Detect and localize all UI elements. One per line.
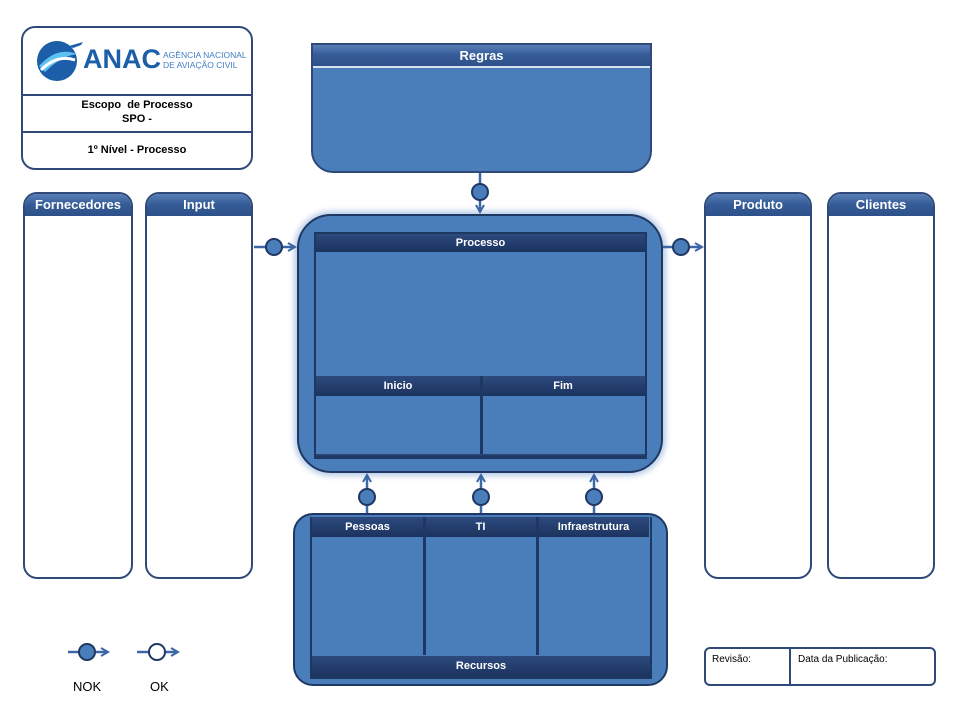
pessoas-ti-separator: [423, 517, 426, 655]
pessoas-to-processo-connector: [358, 475, 376, 513]
anac-logo: ANAC AGÊNCIA NACIONAL DE AVIAÇÃO CIVIL: [31, 34, 247, 88]
legend-ok-icon: [137, 643, 178, 661]
produto-panel: Produto: [704, 192, 812, 579]
scope-card: ANAC AGÊNCIA NACIONAL DE AVIAÇÃO CIVIL E…: [21, 26, 253, 170]
infra-to-processo-connector: [585, 475, 603, 513]
recursos-container: Pessoas TI Infraestrutura Recursos: [293, 513, 668, 686]
scope-divider-2: [23, 131, 251, 133]
produto-header: Produto: [706, 194, 810, 218]
regras-header: Regras: [313, 45, 650, 68]
processo-bottom-bar: [316, 454, 645, 457]
clientes-panel: Clientes: [827, 192, 935, 579]
fim-header: Fim: [553, 380, 573, 392]
fornecedores-header: Fornecedores: [25, 194, 131, 218]
regras-to-processo-connector: [471, 173, 489, 212]
data-publicacao-box: Data da Publicação:: [789, 647, 936, 686]
input-to-processo-connector: [254, 238, 295, 256]
anac-tagline-2: DE AVIAÇÃO CIVIL: [163, 60, 238, 70]
regras-box: Regras: [311, 43, 652, 173]
input-header: Input: [147, 194, 251, 218]
revisao-box: Revisão:: [704, 647, 792, 686]
revisao-label: Revisão:: [712, 654, 751, 665]
anac-brand: ANAC: [83, 44, 161, 74]
processo-header: Processo: [316, 234, 645, 252]
recursos-inner: Pessoas TI Infraestrutura Recursos: [310, 517, 652, 679]
scope-title: Escopo de Processo SPO -: [23, 98, 251, 126]
ti-to-processo-connector: [472, 475, 490, 513]
processo-inner: Processo Inicio Fim: [314, 232, 647, 459]
processo-container: Processo Inicio Fim: [297, 214, 663, 473]
fornecedores-panel: Fornecedores: [23, 192, 133, 579]
inicio-header: Inicio: [383, 380, 413, 392]
scope-divider-1: [23, 94, 251, 96]
input-panel: Input: [145, 192, 253, 579]
ti-header: TI: [425, 517, 536, 537]
pessoas-header: Pessoas: [312, 517, 423, 537]
anac-tagline-1: AGÊNCIA NACIONAL: [163, 50, 247, 60]
ti-infra-separator: [536, 517, 539, 655]
infraestrutura-header: Infraestrutura: [538, 517, 649, 537]
data-publicacao-label: Data da Publicação:: [798, 654, 888, 665]
processo-to-produto-connector: [663, 238, 702, 256]
clientes-header: Clientes: [829, 194, 933, 218]
legend-ok-label: OK: [150, 679, 169, 694]
scope-level: 1º Nível - Processo: [87, 144, 187, 156]
anac-globe-icon: [37, 41, 83, 81]
legend-nok-icon: [68, 643, 108, 661]
inicio-fim-separator: [480, 376, 483, 457]
legend-nok-label: NOK: [73, 679, 102, 694]
recursos-footer: Recursos: [312, 656, 650, 677]
scope-title-line2: SPO -: [122, 113, 152, 125]
scope-title-line1: Escopo de Processo: [81, 99, 193, 111]
